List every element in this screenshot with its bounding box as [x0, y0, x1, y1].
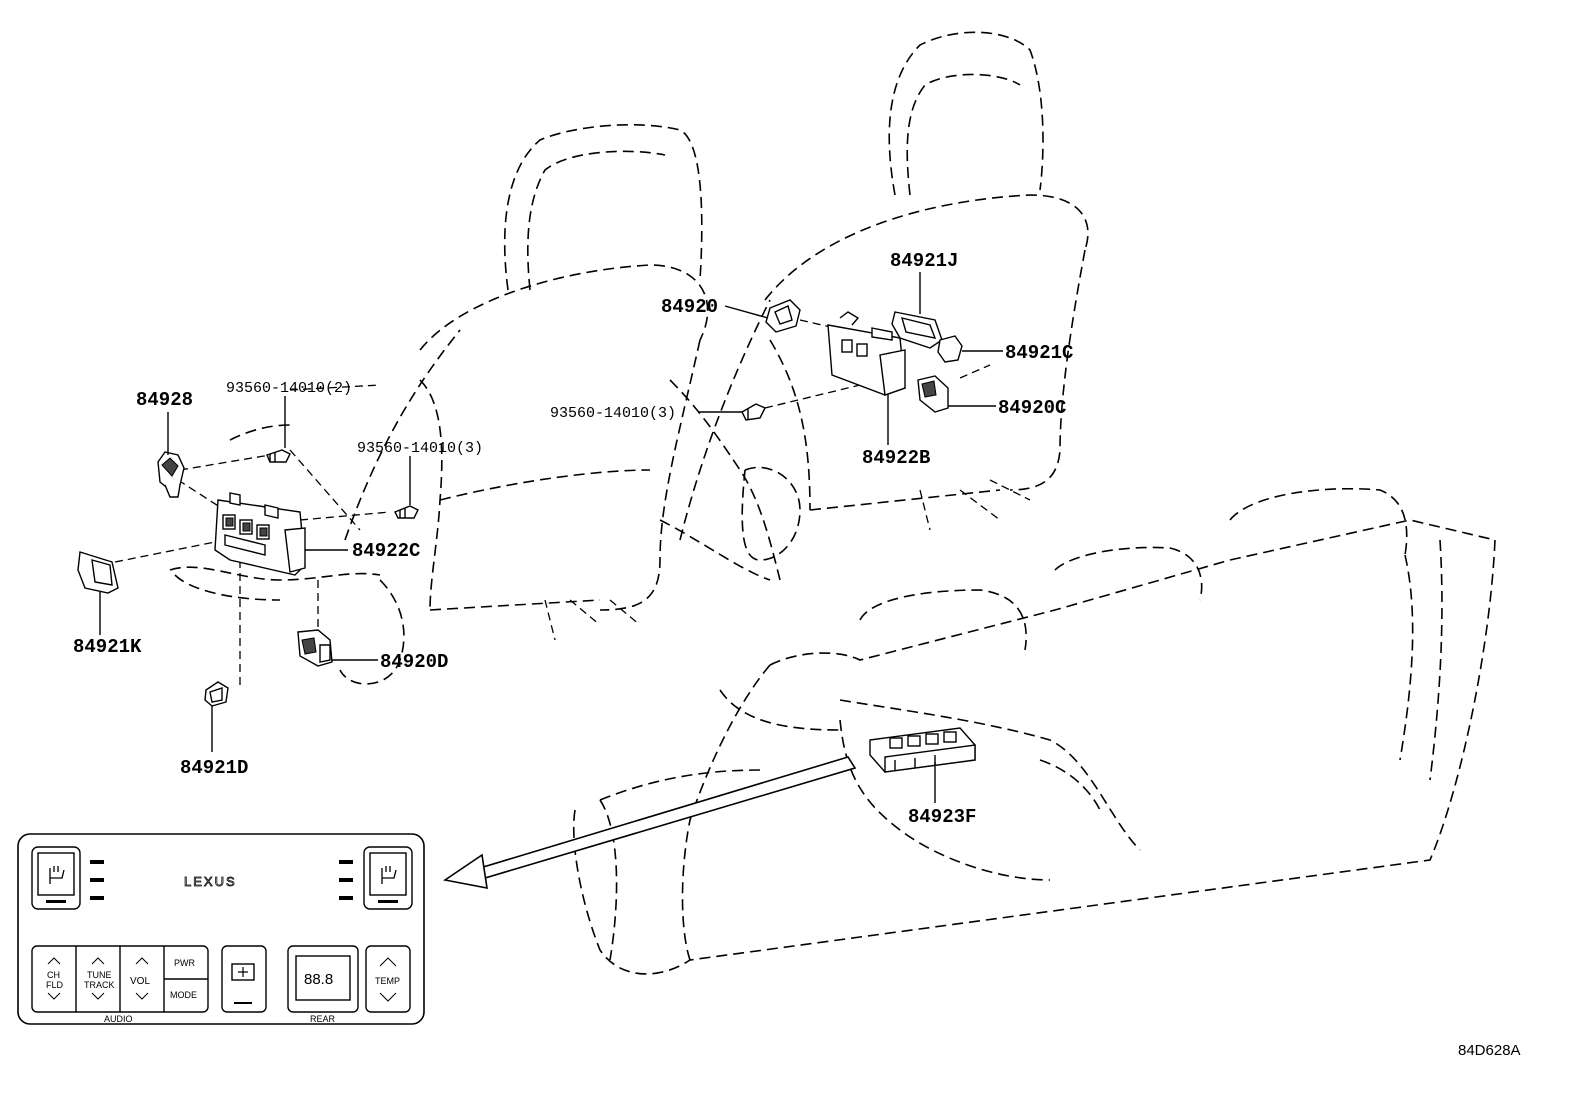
- label-93560-14010-3-left: 93560-14010(3): [357, 440, 483, 457]
- label-84921c: 84921C: [1005, 342, 1073, 364]
- assembly-leader-lines: [114, 319, 991, 685]
- rear-bench-seat-outline: [572, 487, 1496, 975]
- label-84921j: 84921J: [890, 250, 958, 272]
- rear-label: REAR: [310, 1014, 336, 1024]
- right-front-seat-outline: [659, 31, 1089, 581]
- pwr-label: PWR: [174, 958, 195, 968]
- lexus-logo: LEXUS: [184, 874, 237, 889]
- chevron-up-icon: [135, 957, 149, 965]
- label-93560-14010-3-right: 93560-14010(3): [550, 405, 676, 422]
- chevron-up-icon: [91, 957, 105, 965]
- detail-arrow: [442, 756, 857, 889]
- part-93560-screw-c: [741, 403, 766, 421]
- audio-label: AUDIO: [104, 1014, 133, 1024]
- part-84922c-switch-assembly: [214, 492, 306, 576]
- track-label: TRACK: [84, 980, 115, 990]
- left-front-seat-outline: [169, 124, 709, 685]
- part-84921j-cover: [891, 311, 943, 349]
- chevron-down-icon: [47, 992, 61, 1000]
- part-93560-screw-a: [266, 449, 291, 463]
- callout-leaders: [99, 272, 1003, 803]
- tune-label: TUNE: [87, 970, 112, 980]
- chevron-down-icon: [379, 992, 397, 1002]
- part-84920-switch: [765, 299, 801, 333]
- rear-control-panel-detail: LEXUS CH FLD TUNE TRACK: [17, 833, 425, 1025]
- vol-button: VOL: [130, 957, 150, 1000]
- right-seat-heater-button: [363, 846, 413, 910]
- part-84923f-rear-control-switch: [869, 727, 976, 773]
- part-84921d-cover: [204, 681, 229, 707]
- chevron-up-icon: [47, 957, 61, 965]
- label-84921d: 84921D: [180, 757, 248, 779]
- part-84921c-knob: [937, 335, 963, 363]
- sunshade-icon: [238, 967, 248, 977]
- rear-sunshade-button: [221, 945, 267, 1013]
- label-84928: 84928: [136, 389, 193, 411]
- label-84920d: 84920D: [380, 651, 448, 673]
- label-84922c: 84922C: [352, 540, 420, 562]
- label-84920: 84920: [661, 296, 718, 318]
- fld-label: FLD: [46, 980, 64, 990]
- temp-display-value: 88.8: [304, 971, 333, 988]
- seat-heater-icon: [381, 866, 397, 884]
- label-84921k: 84921K: [73, 636, 142, 658]
- part-84920d-switch: [297, 629, 333, 667]
- vol-label: VOL: [130, 976, 150, 987]
- part-84928-knob: [157, 451, 185, 498]
- ch-label: CH: [47, 970, 60, 980]
- ch-fld-button: CH FLD: [46, 957, 64, 1000]
- rear-temp-display: 88.8: [287, 945, 359, 1013]
- mode-label: MODE: [170, 990, 197, 1000]
- part-93560-screw-b: [394, 505, 419, 519]
- part-84920c-switch: [917, 375, 949, 413]
- diagram-code: 84D628A: [1458, 1042, 1521, 1059]
- label-84920c: 84920C: [998, 397, 1066, 419]
- chevron-up-icon: [379, 957, 397, 967]
- label-84922b: 84922B: [862, 447, 930, 469]
- chevron-down-icon: [91, 992, 105, 1000]
- part-84921k-cover: [77, 551, 119, 594]
- temp-label: TEMP: [375, 976, 400, 986]
- left-seat-heater-button: [31, 846, 81, 910]
- part-84922b-switch-assembly: [827, 311, 906, 396]
- label-84923f: 84923F: [908, 806, 976, 828]
- tune-track-button: TUNE TRACK: [84, 957, 115, 1000]
- temp-button: TEMP: [365, 945, 411, 1013]
- chevron-down-icon: [135, 992, 149, 1000]
- seat-heater-icon: [49, 866, 65, 884]
- label-93560-14010-2: 93560-14010(2): [226, 380, 352, 397]
